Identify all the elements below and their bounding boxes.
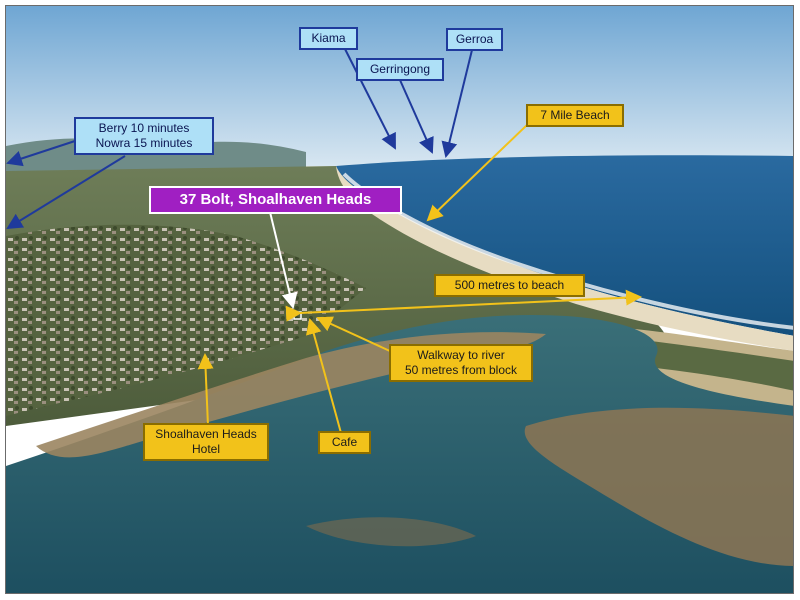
gerringong-label: Gerringong: [356, 58, 444, 81]
sandbank-lower: [306, 517, 476, 547]
seven-mile-beach-text: 7 Mile Beach: [540, 108, 610, 122]
beach-distance-text: 500 metres to beach: [454, 278, 565, 292]
berry-nowra-label: Berry 10 minutes Nowra 15 minutes: [74, 117, 214, 155]
berry-arrow: [6, 139, 79, 167]
hotel-arrow: [197, 353, 214, 427]
walkway-label: Walkway to river 50 metres from block: [389, 344, 533, 382]
walkway-text-2: 50 metres from block: [404, 363, 518, 377]
gerroa-arrow: [441, 49, 473, 158]
kiama-text: Kiama: [311, 31, 346, 45]
nowra-arrow: [6, 155, 126, 230]
kiama-label: Kiama: [299, 27, 358, 50]
property-text: 37 Bolt, Shoalhaven Heads: [179, 191, 372, 208]
hotel-label: Shoalhaven Heads Hotel: [143, 423, 269, 461]
property-arrow: [269, 211, 298, 309]
shoalhaven-river: [6, 314, 793, 593]
beach-distance-arrow: [285, 289, 642, 322]
cafe-text: Cafe: [331, 435, 358, 449]
sandbank-right: [524, 407, 793, 566]
beach-distance-label: 500 metres to beach: [434, 274, 585, 297]
walkway-text-1: Walkway to river: [417, 348, 505, 362]
gerroa-label: Gerroa: [446, 28, 503, 51]
town-area: [6, 224, 366, 416]
hotel-text-1: Shoalhaven Heads: [155, 427, 257, 441]
cafe-label: Cafe: [318, 431, 371, 454]
nowra-text: Nowra 15 minutes: [95, 136, 193, 150]
seven-mile-beach-sand: [336, 166, 793, 351]
gerringong-arrow: [399, 79, 434, 154]
gerroa-text: Gerroa: [455, 32, 494, 46]
seven-mile-beach-label: 7 Mile Beach: [526, 104, 624, 127]
ocean: [336, 155, 793, 336]
seven-mile-beach-arrow: [426, 123, 529, 222]
hotel-text-2: Hotel: [191, 442, 220, 456]
property-label: 37 Bolt, Shoalhaven Heads: [149, 186, 402, 214]
kiama-arrow: [344, 48, 396, 150]
cafe-arrow: [305, 318, 342, 434]
berry-text: Berry 10 minutes: [98, 121, 190, 135]
gerringong-text: Gerringong: [369, 62, 431, 76]
walkway-arrow: [316, 316, 393, 353]
